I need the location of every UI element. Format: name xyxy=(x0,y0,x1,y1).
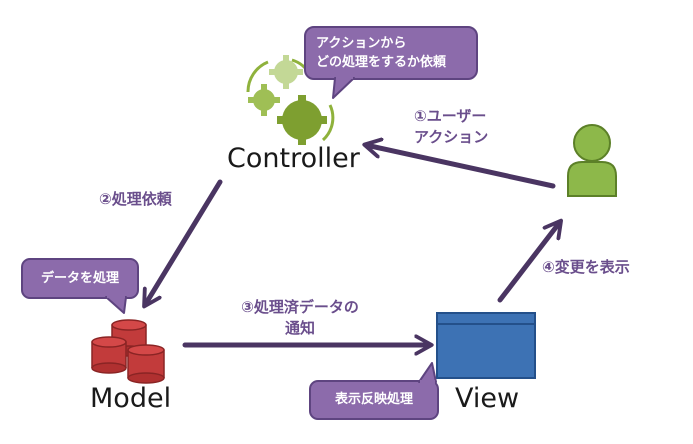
controller-callout-line1: アクションから xyxy=(316,36,407,51)
gears-icon xyxy=(246,55,335,145)
window-icon xyxy=(436,312,536,379)
controller-label: Controller xyxy=(227,143,360,174)
notify-label: ③処理済データの 通知 xyxy=(220,297,380,339)
user-icon xyxy=(567,124,617,197)
controller-callout-text: アクションから どの処理をするか依頼 xyxy=(316,34,446,72)
model-callout-bubble xyxy=(21,258,139,314)
arrow-view-to-user xyxy=(497,222,560,303)
view-callout-text: 表示反映処理 xyxy=(334,392,413,407)
user-action-label-line1: ①ユーザー xyxy=(414,107,487,125)
notify-label-line2: 通知 xyxy=(284,319,315,337)
notify-label-line1: ③処理済データの xyxy=(241,298,359,316)
arrow-controller-to-model xyxy=(145,179,223,305)
database-icon xyxy=(91,319,165,384)
user-action-label: ①ユーザー アクション xyxy=(414,106,488,148)
user-action-label-line2: アクション xyxy=(414,128,489,146)
arrow-user-to-controller xyxy=(366,145,556,189)
view-callout-bubble xyxy=(309,362,439,420)
controller-callout-bubble xyxy=(304,26,478,99)
show-change-label: ④変更を表示 xyxy=(542,258,630,276)
model-callout-text: データを処理 xyxy=(40,271,119,286)
process-request-label: ②処理依頼 xyxy=(99,190,172,208)
controller-callout-line2: どの処理をするか依頼 xyxy=(316,55,447,70)
model-label: Model xyxy=(90,383,172,414)
view-label: View xyxy=(455,383,520,414)
